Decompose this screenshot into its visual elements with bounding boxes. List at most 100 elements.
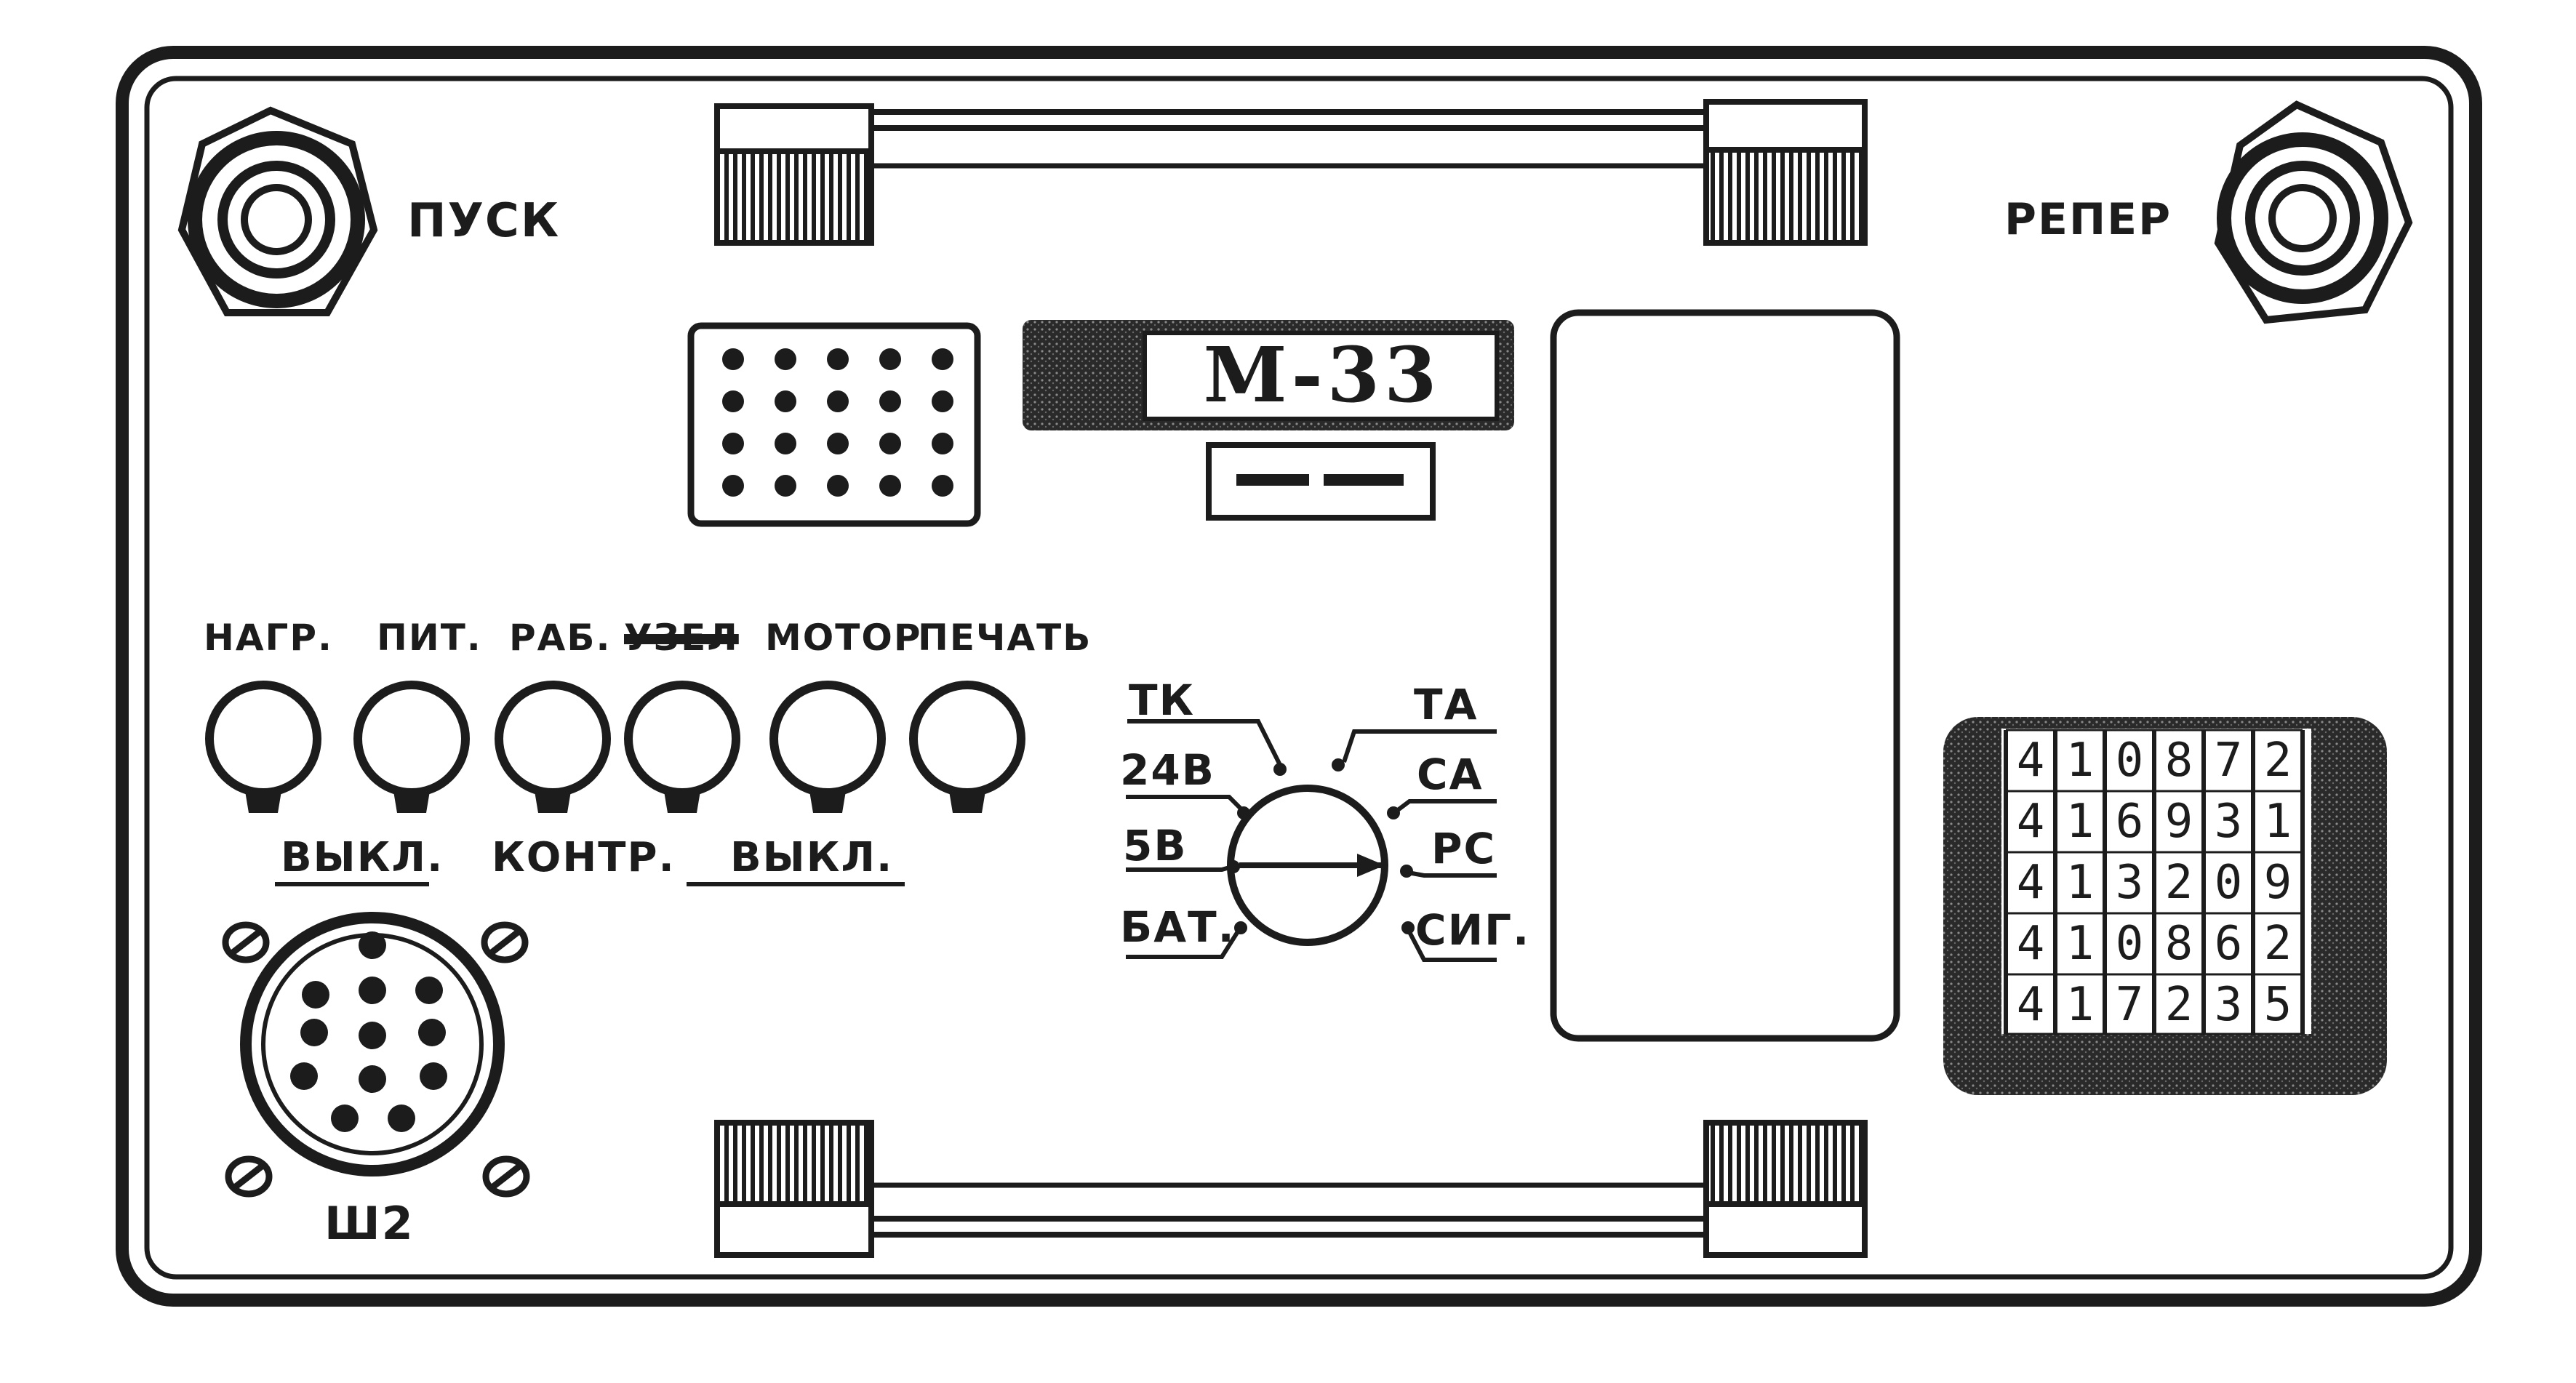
selector-label-5v: 5В (1123, 821, 1188, 870)
serial-plate (1206, 442, 1436, 521)
indicator-dot (879, 390, 901, 412)
indicator-lamp[interactable] (205, 681, 321, 813)
indicator-dot (879, 475, 901, 497)
counter-digit: 1 (2065, 856, 2095, 910)
lamp-group-label-off: ВЫКЛ. (281, 834, 444, 881)
counter-digit: 3 (2115, 856, 2144, 910)
indicator-dot (932, 475, 953, 497)
start-button[interactable] (177, 106, 378, 316)
connector-pin (359, 931, 386, 959)
connector-pin (300, 1019, 328, 1046)
lamp-group-label-off: ВЫКЛ. (730, 834, 894, 881)
connector-pin (290, 1062, 318, 1090)
counter-digit: 9 (2263, 856, 2292, 910)
counter-digit: 2 (2164, 856, 2193, 910)
counter-digit: 8 (2164, 734, 2193, 787)
counter-digit: 4 (2016, 917, 2045, 971)
indicator-dot (722, 433, 744, 454)
indicator-grid (687, 322, 981, 527)
indicator-dot (879, 433, 901, 454)
counter-digit: 3 (2214, 978, 2243, 1032)
selector-label-ta: ТА (1414, 680, 1479, 729)
counter-digit: 0 (2214, 856, 2243, 910)
indicator-dot (827, 475, 849, 497)
connector-pin (359, 1022, 386, 1049)
counter-digit: 1 (2065, 734, 2095, 787)
connector-pin (415, 977, 443, 1004)
counter-grid (2004, 729, 2305, 1035)
indicator-dot (775, 390, 796, 412)
indicator-dot (932, 433, 953, 454)
indicator-dot (722, 390, 744, 412)
connector-pin (331, 1105, 359, 1132)
selector-knob[interactable] (1227, 785, 1388, 946)
indicator-lamp[interactable] (495, 681, 611, 813)
connector-pin (388, 1105, 415, 1132)
counter-digit: 2 (2263, 917, 2292, 971)
top-handle[interactable] (714, 99, 1868, 246)
connector-pin (359, 1065, 386, 1093)
start-label: ПУСК (407, 194, 561, 248)
connector-pin (302, 981, 329, 1009)
indicator-dot (827, 433, 849, 454)
counter-digit: 4 (2016, 856, 2045, 910)
reper-label: РЕПЕР (2004, 194, 2172, 245)
selector-label-sig: СИГ. (1415, 905, 1531, 955)
bottom-handle[interactable] (714, 1120, 1868, 1258)
display-window (1550, 309, 1900, 1042)
counter-digit: 2 (2164, 978, 2193, 1032)
counter-digit: 6 (2115, 795, 2144, 849)
reper-button[interactable] (2214, 100, 2413, 324)
lamp-label-power: ПИТ. (377, 617, 482, 659)
model-label: М-33 (1203, 330, 1441, 420)
lamp-group-label-control: КОНТР. (492, 834, 676, 881)
connector-pins (290, 931, 447, 1132)
indicator-dots (722, 348, 953, 497)
indicator-dot (775, 433, 796, 454)
indicator-lamp[interactable] (353, 681, 470, 813)
selector-label-tk: ТК (1129, 676, 1195, 725)
indicator-dot (722, 348, 744, 370)
indicator-lamps (205, 681, 1025, 813)
connector-pin (418, 1019, 446, 1046)
counter-digit: 5 (2263, 978, 2292, 1032)
counter-digit: 0 (2115, 734, 2144, 787)
panel-outer-border (116, 46, 2482, 1307)
indicator-lamp[interactable] (769, 681, 886, 813)
model-plate (1023, 320, 1514, 430)
counter-digit: 4 (2016, 734, 2045, 787)
counter-digit: 6 (2214, 917, 2243, 971)
indicator-dot (827, 390, 849, 412)
indicator-dot (775, 475, 796, 497)
selector-label-24v: 24В (1120, 745, 1215, 795)
indicator-dot (932, 390, 953, 412)
selector-label-bat: БАТ. (1120, 902, 1236, 952)
selector-label-sa: СА (1417, 750, 1484, 799)
lamp-label-motor: МОТОР (765, 617, 922, 659)
connector-pin (359, 977, 386, 1004)
indicator-dot (932, 348, 953, 370)
counter-digit: 9 (2164, 795, 2193, 849)
indicator-dot (775, 348, 796, 370)
counter-digit: 1 (2065, 978, 2095, 1032)
counter-digit: 3 (2214, 795, 2243, 849)
panel-inner-border (144, 76, 2454, 1280)
selector-label-rs: РС (1431, 824, 1497, 873)
lamp-label-print: ПЕЧАТЬ (918, 617, 1092, 659)
counter-digit: 2 (2263, 734, 2292, 787)
selector-leader-lines (1126, 719, 1497, 962)
indicator-lamp[interactable] (624, 681, 740, 813)
counter-digit: 7 (2115, 978, 2144, 1032)
indicator-dot (879, 348, 901, 370)
counter-digit: 1 (2065, 917, 2095, 971)
mounting-screws (222, 921, 530, 1198)
lamp-label-node: УЗЕЛ (624, 617, 739, 659)
counter-digit: 4 (2016, 795, 2045, 849)
counter-digit: 1 (2263, 795, 2292, 849)
indicator-lamp[interactable] (909, 681, 1025, 813)
counter-digit: 0 (2115, 917, 2144, 971)
lamp-label-work: РАБ. (509, 617, 612, 659)
counter-digit: 1 (2065, 795, 2095, 849)
counter-digit: 4 (2016, 978, 2045, 1032)
